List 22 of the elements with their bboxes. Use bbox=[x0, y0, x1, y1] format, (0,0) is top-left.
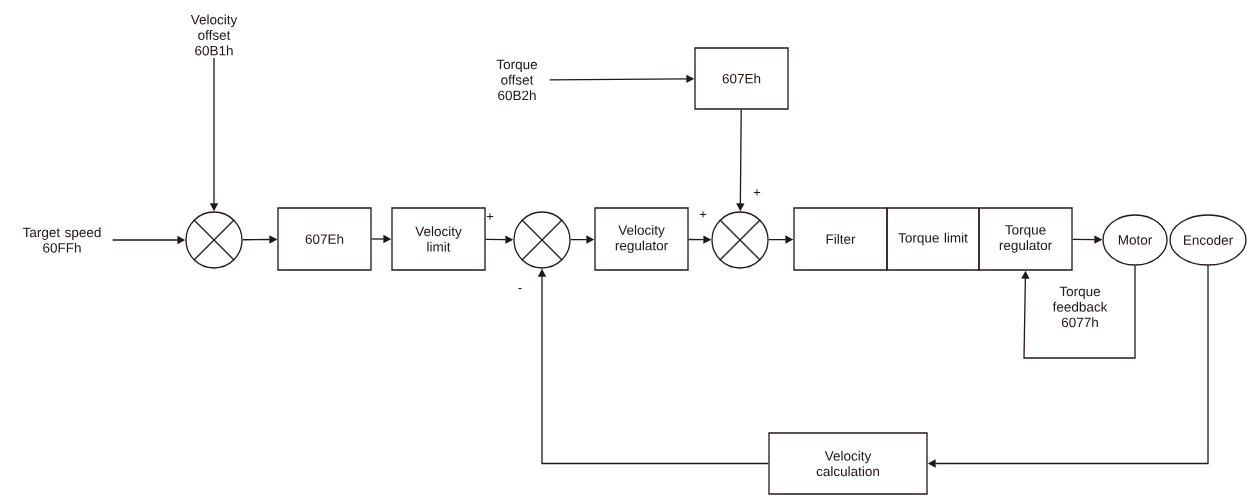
input-label: Target speed 60FFh bbox=[22, 227, 101, 253]
block-box: 607Eh bbox=[277, 207, 372, 271]
block-box: Torque regulator bbox=[978, 207, 1073, 271]
edge-label: Torque feedback 6077h bbox=[1039, 285, 1121, 329]
ellipse-node: Encoder bbox=[1169, 214, 1247, 266]
summing-junction bbox=[711, 211, 769, 269]
block-box: Velocity limit bbox=[391, 207, 486, 271]
block-box: Filter bbox=[793, 207, 888, 271]
sign-label: + bbox=[699, 211, 707, 218]
summing-junction bbox=[513, 211, 571, 269]
block-box: Velocity regulator bbox=[594, 207, 689, 271]
block-box: 607Eh bbox=[694, 47, 789, 110]
block-box: Torque limit bbox=[886, 207, 980, 271]
input-label: Velocity offset 60B1h bbox=[190, 14, 238, 56]
sign-label: - bbox=[518, 288, 522, 290]
block-box: Velocity calculation bbox=[768, 432, 928, 495]
ellipse-node: Motor bbox=[1102, 214, 1168, 266]
arrow bbox=[1021, 265, 1136, 359]
sign-label: + bbox=[486, 213, 494, 220]
summing-junction bbox=[185, 211, 243, 269]
sign-label: + bbox=[753, 189, 761, 196]
input-label: Torque offset 60B2h bbox=[496, 59, 538, 101]
